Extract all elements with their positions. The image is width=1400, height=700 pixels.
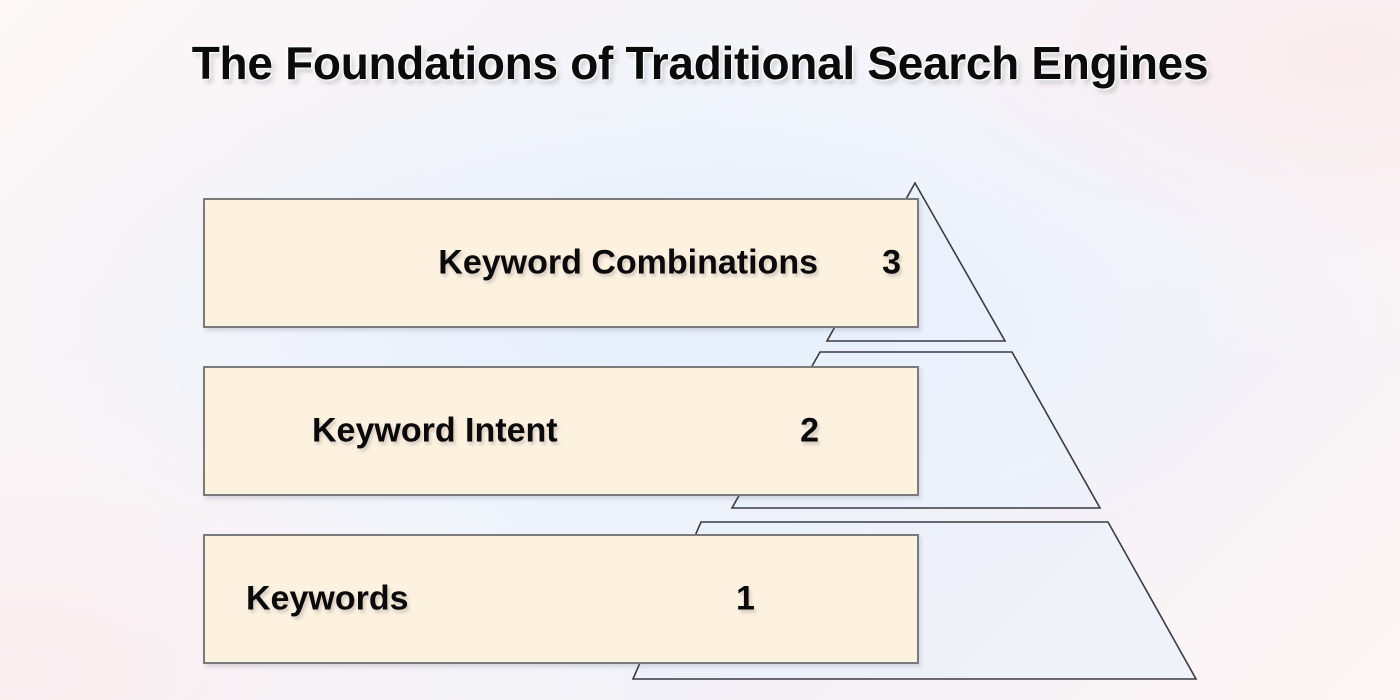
pyramid-row-2[interactable]: Keyword Intent 2 [203, 366, 919, 496]
row-1-label: Keywords [246, 579, 409, 618]
row-2-number: 2 [800, 411, 819, 450]
row-1-number: 1 [736, 579, 755, 618]
pyramid-row-3[interactable]: Keyword Combinations 3 [203, 198, 919, 328]
pyramid-row-1[interactable]: Keywords 1 [203, 534, 919, 664]
row-2-label: Keyword Intent [312, 411, 558, 450]
row-3-number: 3 [882, 243, 901, 282]
row-3-content: Keyword Combinations 3 [205, 200, 917, 326]
row-3-label: Keyword Combinations [438, 243, 818, 282]
page-title: The Foundations of Traditional Search En… [191, 37, 1209, 89]
row-1-content: Keywords 1 [205, 536, 917, 662]
row-2-content: Keyword Intent 2 [205, 368, 917, 494]
